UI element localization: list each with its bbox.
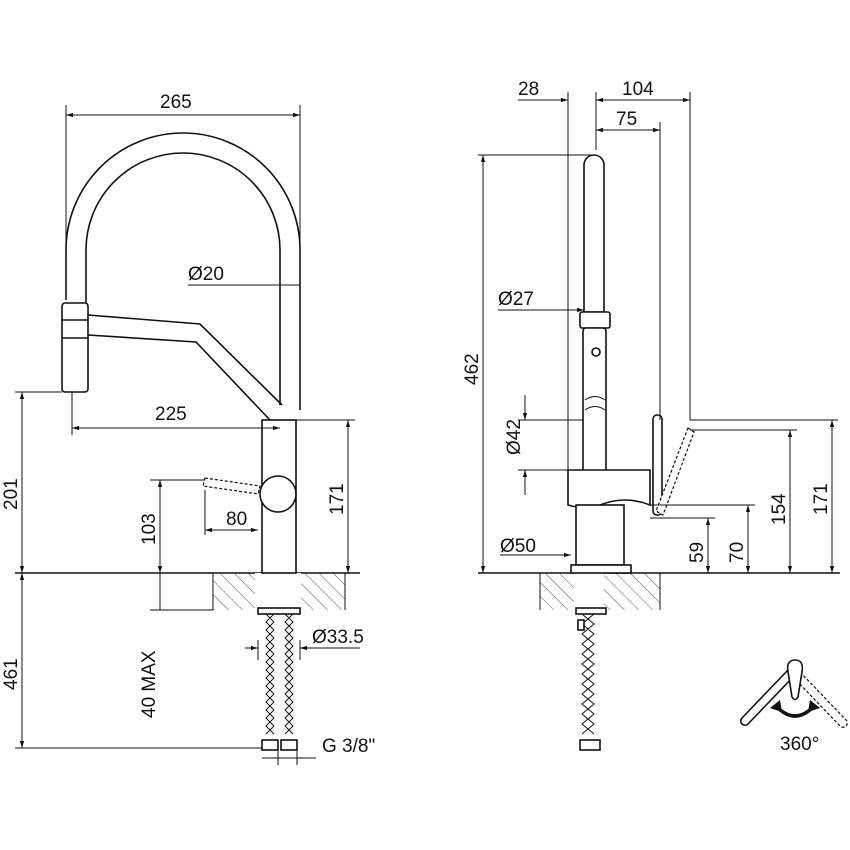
gooseneck-spout <box>65 132 301 421</box>
dim-75: 75 <box>616 109 637 130</box>
dim-225: 225 <box>155 404 187 425</box>
dim-171-left: 171 <box>327 483 348 515</box>
dim-40-max: 40 MAX <box>139 650 160 718</box>
faucet-body <box>202 419 297 574</box>
dim-body-diameter-42: Ø42 <box>504 419 525 455</box>
dim-70: 70 <box>727 542 748 563</box>
side-view: 265 Ø20 225 80 201 103 171 461 40 MAX Ø3… <box>1 92 375 765</box>
dim-connection: G 3/8" <box>322 736 375 757</box>
rotation-360-icon: 360° <box>739 659 848 755</box>
dim-171-right: 171 <box>811 483 832 515</box>
dim-103: 103 <box>139 513 160 545</box>
dim-hole-diameter: Ø33.5 <box>312 627 364 648</box>
dim-80: 80 <box>226 509 247 530</box>
dim-base-diameter-50: Ø50 <box>500 536 536 557</box>
faucet-body-front <box>567 414 695 574</box>
dim-461: 461 <box>1 658 22 690</box>
spray-head <box>61 302 89 393</box>
dim-104: 104 <box>622 79 654 100</box>
dim-spout-diameter-27: Ø27 <box>498 289 534 310</box>
countertop-right <box>478 572 840 611</box>
dim-462: 462 <box>462 353 483 385</box>
dimension-lines-left <box>15 105 360 765</box>
dim-spout-diameter: Ø20 <box>188 264 224 285</box>
countertop-left <box>15 572 360 611</box>
dimension-lines-right <box>478 92 838 573</box>
dim-59: 59 <box>687 542 708 563</box>
dim-201: 201 <box>1 478 22 510</box>
rotation-label: 360° <box>780 734 819 755</box>
dim-265: 265 <box>160 92 192 113</box>
front-view: 28 104 75 462 Ø27 Ø42 Ø50 59 70 154 171 <box>462 79 840 751</box>
supply-hose-front <box>575 607 607 751</box>
dim-28: 28 <box>518 79 539 100</box>
spout-tube <box>579 154 611 474</box>
dim-154: 154 <box>769 493 790 525</box>
supply-hoses <box>257 607 301 751</box>
